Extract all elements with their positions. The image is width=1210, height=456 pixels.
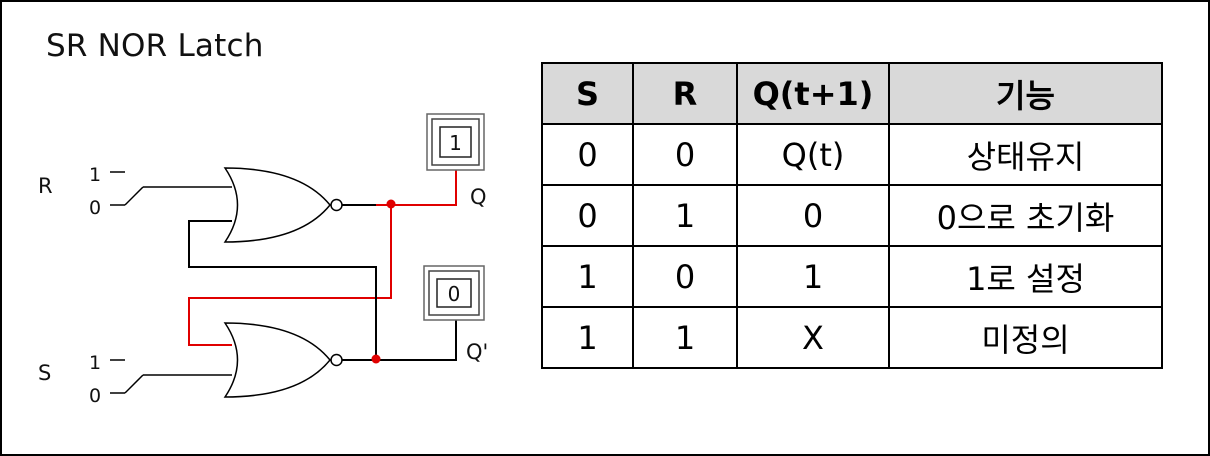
table-row: 1 1 X 미정의 <box>541 306 1163 369</box>
latch-circuit: R 1 0 S 1 0 1 Q 0 Q' <box>38 113 488 407</box>
output-q-indicator: 1 <box>426 113 485 171</box>
cell-r: 0 <box>632 123 738 186</box>
junction-dot-qbar <box>371 354 381 364</box>
input-r-high-label: 1 <box>89 164 101 186</box>
header-function: 기능 <box>888 62 1163 125</box>
nor-gate-bottom-bubble <box>330 353 343 367</box>
cell-r: 1 <box>632 306 738 369</box>
cell-s: 0 <box>541 123 634 186</box>
input-r-label: R <box>38 174 53 198</box>
cell-function: 1로 설정 <box>888 245 1163 308</box>
output-q-label: Q <box>470 185 487 209</box>
truth-table-header-row: S R Q(t+1) 기능 <box>541 62 1163 125</box>
table-row: 0 0 Q(t) 상태유지 <box>541 123 1163 186</box>
header-s: S <box>541 62 634 125</box>
cell-q-next: 0 <box>736 184 890 247</box>
wire-q-out <box>376 170 457 206</box>
nor-gate-bottom <box>223 322 331 398</box>
input-r-low-label: 0 <box>89 197 101 219</box>
output-qbar-indicator: 0 <box>423 265 485 321</box>
cell-s: 1 <box>541 245 634 308</box>
cell-function: 상태유지 <box>888 123 1163 186</box>
wire-qbar-out <box>391 320 457 361</box>
output-qbar-label: Q' <box>466 340 488 364</box>
header-q-next: Q(t+1) <box>736 62 890 125</box>
input-s-label: S <box>38 361 51 385</box>
cell-r: 1 <box>632 184 738 247</box>
cell-function: 미정의 <box>888 306 1163 369</box>
cell-s: 1 <box>541 306 634 369</box>
cell-q-next: Q(t) <box>736 123 890 186</box>
diagram-title: SR NOR Latch <box>46 28 264 64</box>
table-row: 0 1 0 0으로 초기화 <box>541 184 1163 247</box>
cell-function: 0으로 초기화 <box>888 184 1163 247</box>
input-s-toggle-switch[interactable] <box>124 374 144 394</box>
cell-r: 0 <box>632 245 738 308</box>
header-r: R <box>632 62 738 125</box>
nor-gate-top <box>223 167 331 243</box>
input-s-low-label: 0 <box>89 385 101 407</box>
nor-gate-top-bubble <box>330 198 343 212</box>
wire-qbar-feedback <box>188 220 377 358</box>
cell-q-next: X <box>736 306 890 369</box>
input-r-toggle-switch[interactable] <box>124 186 144 206</box>
wire-q-feedback <box>188 203 392 346</box>
junction-dot-q <box>386 199 396 209</box>
cell-q-next: 1 <box>736 245 890 308</box>
truth-table: S R Q(t+1) 기능 0 0 Q(t) 상태유지 0 1 0 0으로 초기… <box>541 62 1163 369</box>
output-q-value: 1 <box>449 131 462 155</box>
output-qbar-value: 0 <box>448 282 461 306</box>
cell-s: 0 <box>541 184 634 247</box>
table-row: 1 0 1 1로 설정 <box>541 245 1163 308</box>
input-s-high-label: 1 <box>89 352 101 374</box>
